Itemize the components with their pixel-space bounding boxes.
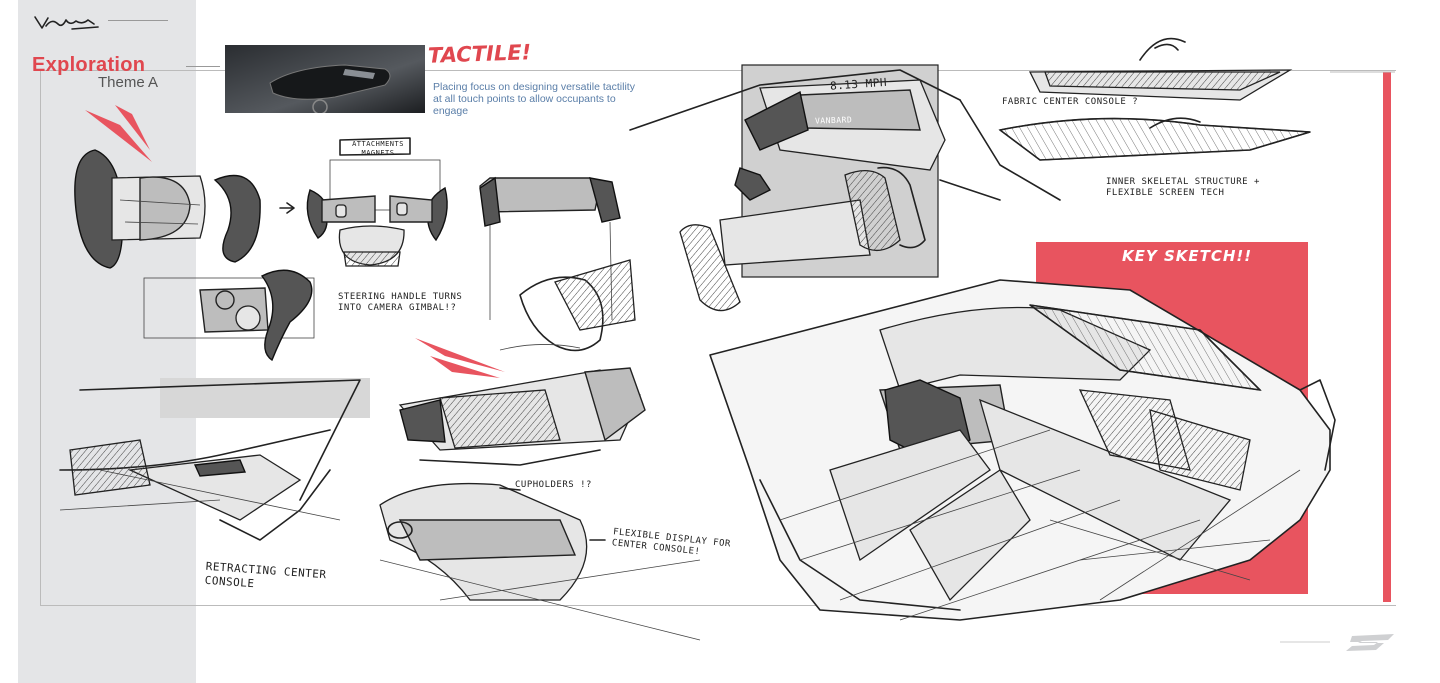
key-sketch-label: KEY SKETCH!! <box>1122 247 1253 265</box>
key-sketch-interior <box>709 279 1336 621</box>
cupholders-annotation: CUPHOLDERS !? <box>515 480 592 490</box>
arrow-right-icon <box>279 202 295 214</box>
red-chevron-mid-icon <box>415 338 505 378</box>
brand-s-logo-icon <box>1346 634 1394 651</box>
fabric-console-sketch <box>998 37 1311 161</box>
header-rule <box>108 20 168 21</box>
content-frame <box>40 70 1396 606</box>
steering-annotation: STEERING HANDLE TURNS INTO CAMERA GIMBAL… <box>338 292 463 313</box>
retracting-console-sketch <box>59 378 370 541</box>
left-grey-band <box>18 0 196 683</box>
tactile-description: Placing focus on designing versatile tac… <box>433 81 635 117</box>
reference-photo <box>225 45 425 113</box>
flexible-console-sketch <box>379 482 701 641</box>
title-rule <box>186 66 220 67</box>
vanbard-signature-logo-icon <box>34 16 99 30</box>
attachments-annotation: ATTACHMENTS MAGNETS <box>352 140 404 157</box>
page-title: Exploration <box>32 54 146 76</box>
attachments-sketch <box>306 137 448 267</box>
inner-structure-annotation: INNER SKELETAL STRUCTURE + FLEXIBLE SCRE… <box>1106 177 1260 198</box>
console-handle-sketch <box>629 64 1061 312</box>
gimbal-sketch <box>143 269 315 362</box>
hands-sketch <box>479 176 636 352</box>
page-subtitle: Theme A <box>98 74 159 91</box>
fabric-annotation: FABRIC CENTER CONSOLE ? <box>1002 97 1139 107</box>
right-red-strip <box>1383 72 1391 602</box>
red-chevron-top-icon <box>85 105 152 162</box>
cupholder-console-sketch <box>398 367 646 466</box>
steering-handle-sketch <box>74 149 261 269</box>
